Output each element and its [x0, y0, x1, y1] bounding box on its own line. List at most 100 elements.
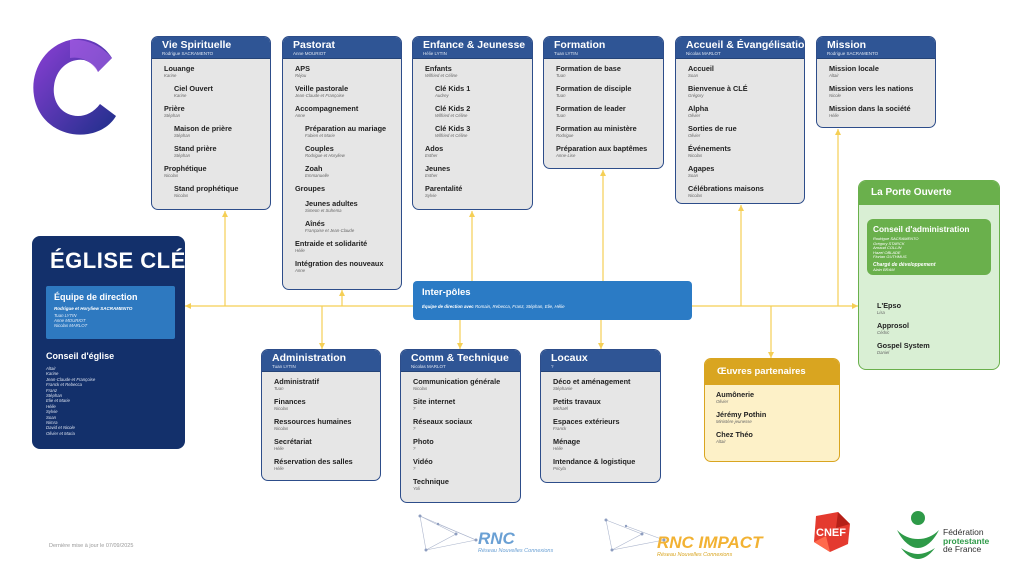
item-person: Réjou — [295, 73, 307, 78]
oeuvres-partenaires-title: Œuvres partenaires — [705, 359, 839, 385]
item-label: Bienvenue à CLÉ — [688, 84, 748, 93]
item-person: ? — [413, 406, 416, 411]
rnc-impact-name: RNC IMPACT — [657, 533, 763, 552]
item-label: Vidéo — [413, 457, 433, 466]
item-person: ? — [413, 446, 416, 451]
item-person: Nicole — [829, 93, 841, 98]
conseil-member: David et Nicole — [46, 425, 75, 431]
porte-ouverte-title: La Porte Ouverte — [859, 181, 999, 205]
item-label: Espaces extérieurs — [553, 417, 620, 426]
item-person: Cédric — [877, 330, 890, 335]
item-person: Lisa — [877, 310, 885, 315]
fpf-line1: Fédération — [943, 527, 984, 537]
item-label: Gospel System — [877, 341, 930, 350]
item-person: Altair — [829, 73, 839, 78]
pole-leader: Tuan LYTIN — [272, 364, 296, 369]
fpf-text: Fédération protestante de France — [943, 528, 989, 554]
item-label: Célébrations maisons — [688, 184, 764, 193]
item-label: Communication générale — [413, 377, 501, 386]
conseil-eglise-label: Conseil d'église — [46, 351, 115, 361]
rnc-subtitle: Réseau Nouvelles Connexions — [478, 548, 554, 554]
item-label: Prière — [164, 104, 185, 113]
inter-poles-title: Inter-pôles — [422, 287, 471, 298]
list-item: Vidéo? — [413, 457, 512, 471]
item-person: ? — [413, 466, 416, 471]
item-person: Nicolas — [413, 386, 428, 391]
conseil-administration-member: Florian GUTHMUS — [873, 254, 907, 260]
charge-developpement-person: Alain BRAM — [873, 266, 895, 272]
charge-developpement-label: Chargé de développement — [873, 261, 936, 268]
cnef-text: CNEF — [816, 527, 846, 539]
item-person: Françoise et Jean-Claude — [305, 228, 355, 233]
item-label: Ciel Ouvert — [174, 84, 213, 93]
item-person: Jean-Claude et Françoise — [295, 93, 345, 98]
pole-title: Formation — [554, 39, 606, 51]
item-person: Esther — [425, 173, 438, 178]
item-label: Aînés — [305, 219, 325, 228]
direction-lead: Rodrigue et Horyliew SACRAMENTO — [54, 306, 133, 311]
item-person: Olivier — [716, 399, 729, 404]
pole-leader: Anne MOURIOT — [293, 51, 327, 56]
item-label: Clé Kids 1 — [435, 84, 471, 93]
item-person: Franck — [553, 426, 567, 431]
item-label: Finances — [274, 397, 306, 406]
inter-poles-members: Équipe de direction avec Romain, Rebecca… — [422, 304, 683, 309]
direction-member: Nicolas MARLOT — [54, 323, 88, 328]
item-person: Wilfried et Céline — [425, 73, 458, 78]
item-label: Réseaux sociaux — [413, 417, 473, 426]
conseil-member: Nimra — [46, 420, 58, 426]
item-label: Stand prophétique — [174, 184, 239, 193]
conseil-administration-label: Conseil d'administration — [873, 224, 970, 234]
conseil-member: Franck et Rebecca — [46, 382, 83, 388]
rnc-impact-subtitle: Réseau Nouvelles Connexions — [657, 552, 733, 558]
pole-leader: Nicolas MARLOT — [411, 364, 446, 369]
item-person: Hélie — [274, 466, 284, 471]
item-person: Tuan — [556, 113, 566, 118]
cnef-logo: CNEF — [814, 512, 850, 552]
list-item: Site internet? — [413, 397, 512, 411]
item-label: Alpha — [688, 104, 709, 113]
direction-member: Tuan LYTIN — [54, 313, 77, 318]
item-person: Tuan — [274, 386, 284, 391]
item-label: Mission locale — [829, 64, 879, 73]
fpf-emblem-icon — [897, 511, 939, 559]
item-person: Karine — [174, 93, 187, 98]
item-person: Hélie — [553, 446, 563, 451]
item-label: Intendance & logistique — [553, 457, 636, 466]
item-person: Olivier — [688, 133, 701, 138]
rnc-name: RNC — [478, 529, 515, 548]
item-label: Groupes — [295, 184, 326, 193]
pole-leader: Nicolas MARLOT — [686, 51, 721, 56]
